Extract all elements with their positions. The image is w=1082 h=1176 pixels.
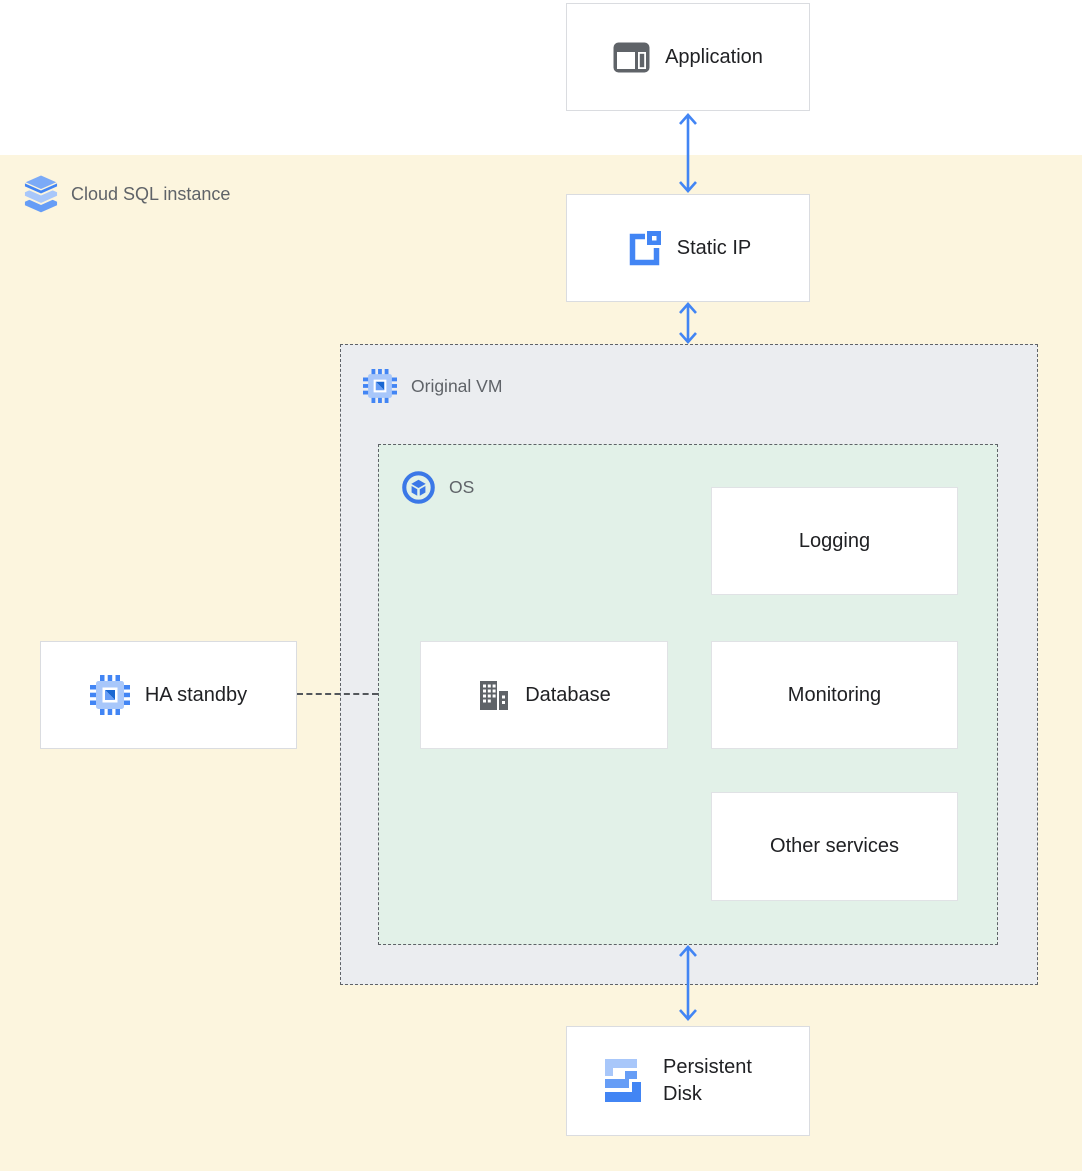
cloud-sql-icon bbox=[24, 174, 58, 215]
node-logging: Logging bbox=[711, 487, 958, 595]
logging-label: Logging bbox=[798, 529, 871, 552]
application-label: Application bbox=[665, 45, 763, 68]
ha-standby-connector bbox=[297, 693, 378, 695]
persistent-disk-icon bbox=[605, 1059, 641, 1102]
persistent-disk-label: Persistent Disk bbox=[663, 1056, 752, 1105]
arrow-os-persistent-disk bbox=[679, 945, 697, 1021]
cloud-sql-zone-label: Cloud SQL instance bbox=[24, 174, 230, 215]
node-ha-standby: HA standby bbox=[40, 641, 297, 749]
os-label-row: OS bbox=[402, 471, 474, 504]
application-window-icon bbox=[613, 42, 650, 72]
original-vm-group: Original VM OS Logging bbox=[340, 344, 1038, 985]
static-ip-icon bbox=[629, 230, 661, 265]
other-services-label: Other services bbox=[770, 835, 899, 857]
node-static-ip: Static IP bbox=[566, 194, 810, 302]
os-group: OS Logging Datab bbox=[378, 444, 998, 945]
arrow-staticip-vm bbox=[679, 302, 697, 344]
node-other-services: Other services bbox=[711, 792, 958, 901]
node-database: Database bbox=[420, 641, 668, 749]
os-icon bbox=[402, 471, 435, 504]
ha-standby-label: HA standby bbox=[144, 683, 248, 706]
os-label: OS bbox=[449, 477, 475, 497]
database-label: Database bbox=[525, 683, 611, 706]
compute-engine-icon bbox=[363, 369, 397, 403]
original-vm-label-row: Original VM bbox=[363, 369, 502, 403]
monitoring-label: Monitoring bbox=[787, 683, 882, 706]
node-persistent-disk: Persistent Disk bbox=[566, 1026, 810, 1136]
node-application: Application bbox=[566, 3, 810, 111]
original-vm-label: Original VM bbox=[411, 375, 503, 396]
node-monitoring: Monitoring bbox=[711, 641, 958, 749]
static-ip-label: Static IP bbox=[676, 236, 752, 259]
arrow-application-staticip bbox=[679, 113, 697, 193]
compute-engine-icon bbox=[89, 675, 130, 715]
cloud-sql-zone-label-text: Cloud SQL instance bbox=[71, 184, 231, 204]
database-building-icon bbox=[480, 680, 509, 710]
